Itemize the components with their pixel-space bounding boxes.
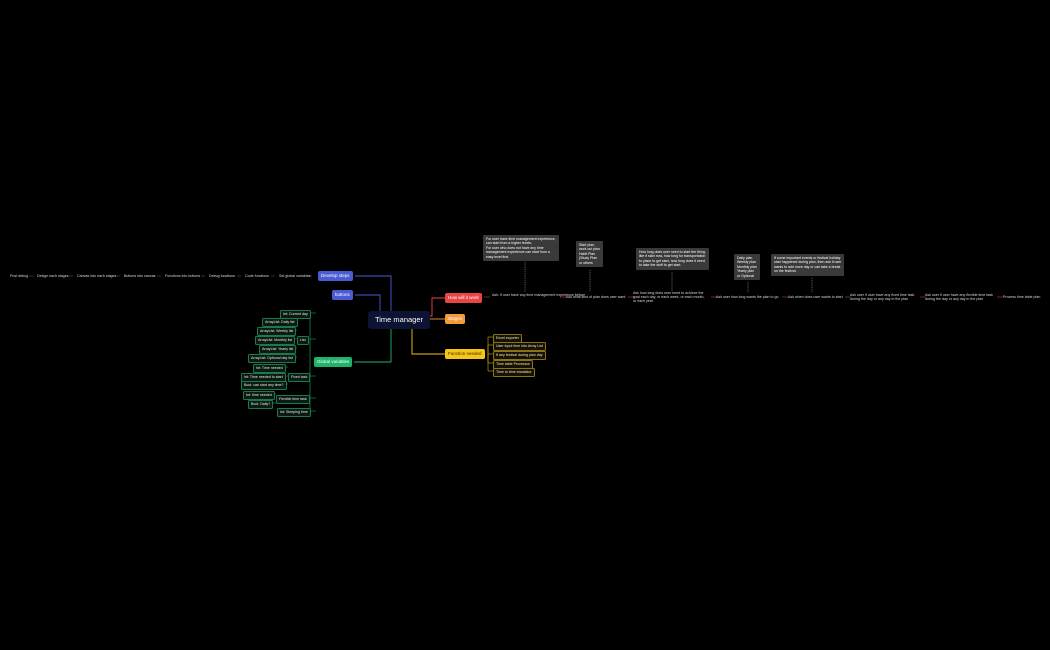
branch-stages[interactable]: Stages [445, 314, 466, 324]
edge-root-develop [355, 275, 392, 311]
flow-step-7[interactable]: Ask user if user have any flexible time … [925, 293, 993, 302]
flow-step-4[interactable]: Ask user how long wants the plan to go [716, 295, 779, 299]
variable-flex-item[interactable]: Bool: Daily? [248, 400, 274, 409]
function-item[interactable]: User input time into Array List [493, 342, 546, 351]
variable-flex-item[interactable]: Int: time needed [243, 391, 275, 400]
variable-flex-group[interactable]: Flexible time task [276, 395, 310, 404]
variable-list-item[interactable]: ArrayList: Yearly list [259, 345, 297, 354]
variable-fixed-group[interactable]: Fixed task [288, 373, 311, 382]
branch-how-it-works[interactable]: How will it work [445, 293, 482, 303]
develop-step[interactable]: Functions into buttons [165, 274, 201, 278]
develop-step[interactable]: Buttons into canvas [124, 274, 156, 278]
variable-list-item[interactable]: ArrayList: Daily list [262, 318, 298, 327]
variable-list-group[interactable]: List [297, 336, 309, 345]
flow-step-5[interactable]: Ask when does user wants to start [788, 295, 843, 299]
flow-step-3[interactable]: Ask how long does user need to achieve t… [633, 291, 705, 304]
develop-step[interactable]: Code functions [245, 274, 269, 278]
branch-buttons[interactable]: buttons [332, 290, 353, 300]
note-experience: For user have time management experience… [483, 235, 559, 262]
edge-function [487, 344, 493, 354]
variable-list-item[interactable]: ArrayList: Optional day list [248, 354, 296, 363]
variable-list-item[interactable]: ArrayList: Monthly list [255, 336, 296, 345]
edge-root-functions [411, 329, 445, 355]
variable-sleeping-time[interactable]: Int: Sleeping time [277, 408, 311, 417]
function-item[interactable]: If any festival during plan day [493, 351, 546, 360]
flow-step-8[interactable]: Process time table plan [1003, 295, 1041, 299]
edge-root-globals [354, 329, 392, 363]
flow-step-6[interactable]: Ask user if user have any fixed time tas… [850, 293, 915, 302]
develop-step[interactable]: Post debug [10, 274, 29, 278]
variable-fixed-item[interactable]: Int: Time needed [253, 364, 286, 373]
note-plan-kind: Start plan, work out plan Habit Plan (St… [576, 241, 603, 268]
develop-step[interactable]: Set global variables [279, 274, 311, 278]
edge-root-how [430, 297, 445, 317]
develop-step[interactable]: Design each stages [37, 274, 69, 278]
flow-step-2[interactable]: Ask what kind of plan does user want [566, 295, 626, 299]
edge-function [487, 354, 493, 372]
variable-list-item[interactable]: ArrayList: Weekly list [257, 327, 297, 336]
develop-step[interactable]: Canvas into each stages [77, 274, 117, 278]
note-plan-length: Daily plan Weekly plan Monthly plan Year… [734, 254, 760, 281]
flow-step-1[interactable]: Ask: If user have any time management ex… [492, 293, 586, 297]
branch-functions-needed[interactable]: Function needed [445, 349, 485, 359]
note-start-time: How long does user need to start the thi… [636, 248, 709, 270]
note-festival: If some important events or festival hol… [771, 254, 845, 276]
develop-step[interactable]: Debug functions [209, 274, 235, 278]
branch-global-variables[interactable]: Global variables [314, 357, 353, 367]
root-node[interactable]: Time manager [368, 311, 430, 329]
variable-fixed-item[interactable]: Bool: can start any time? [241, 381, 287, 390]
edge-root-buttons [355, 294, 381, 311]
branch-develop-steps[interactable]: Develop steps [318, 271, 353, 281]
function-item[interactable]: Time to time translator [493, 368, 535, 377]
